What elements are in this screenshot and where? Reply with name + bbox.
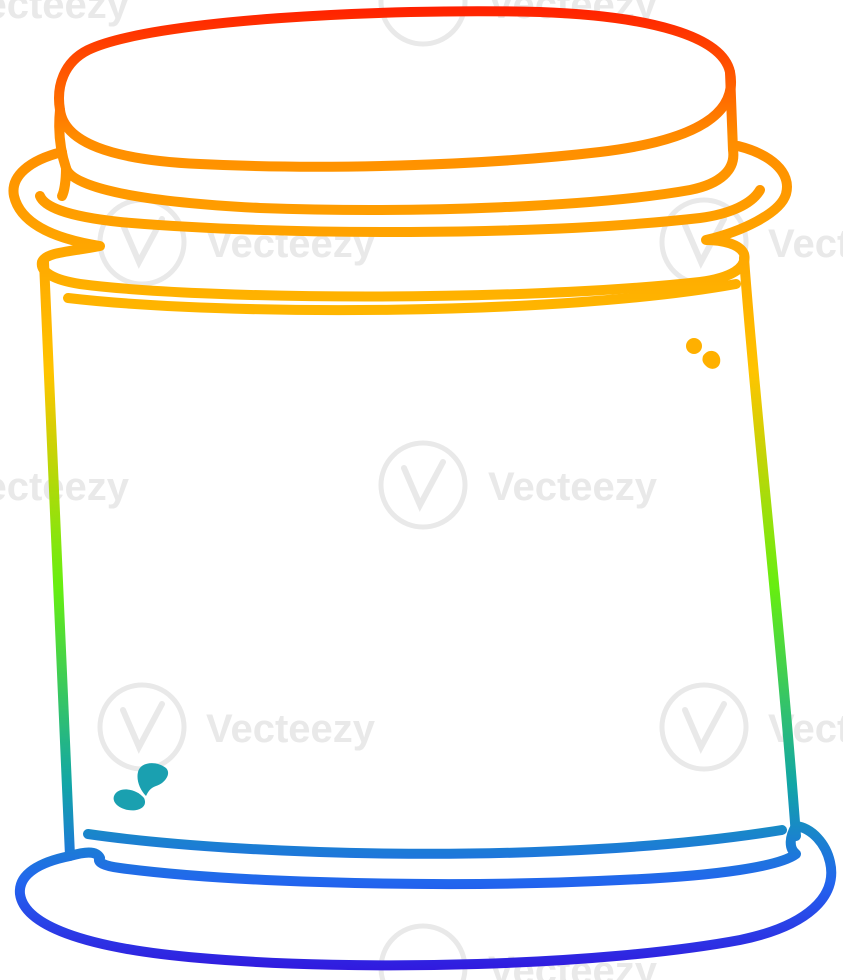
watermark-text-upper-right: Vecteezy xyxy=(768,222,843,266)
jar-base xyxy=(14,821,837,971)
jar-body-bottom-edge xyxy=(83,825,787,859)
watermark-logo-lower-right xyxy=(659,682,749,772)
watermark-logo-upper-left xyxy=(97,197,187,287)
jar-lid-top xyxy=(54,6,736,172)
jar-neck-ring xyxy=(8,141,792,302)
watermark-text-lower-right: Vecteezy xyxy=(768,707,843,751)
jar-lid-lower-rim xyxy=(57,163,71,201)
watermark-text-top-left: Vecteezy xyxy=(0,0,130,27)
jar-body-left-side xyxy=(39,257,75,861)
watermark-logo-bottom xyxy=(378,923,468,980)
watermark-text-left: Vecteezy xyxy=(0,465,130,509)
jar-highlight-upper-right xyxy=(686,338,721,369)
watermark-logo-center xyxy=(378,440,468,530)
jar-shoulder-line xyxy=(63,279,741,316)
jar-body-right-side xyxy=(739,253,801,841)
jar-highlight-lower-left xyxy=(113,763,169,811)
watermark-logo-lower-left xyxy=(97,682,187,772)
jar-lid-band xyxy=(54,67,739,215)
watermark-text-lower: Vecteezy xyxy=(206,707,376,751)
watermark-logo-top xyxy=(378,0,468,47)
jar-neck-inner xyxy=(35,185,765,238)
watermark-text-center: Vecteezy xyxy=(488,465,658,509)
